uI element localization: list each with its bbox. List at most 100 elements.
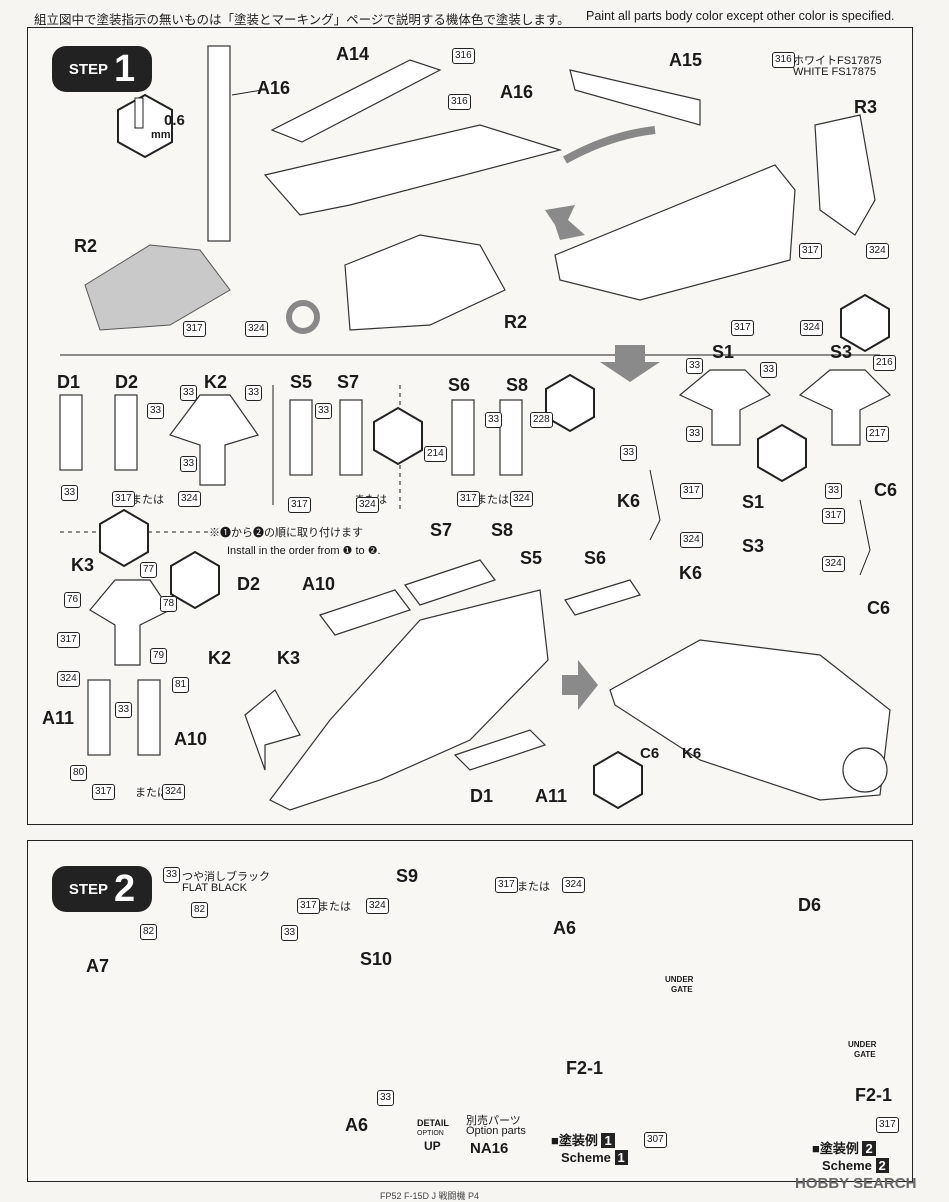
label-d2: D2 xyxy=(115,372,139,392)
a14-console xyxy=(270,59,442,143)
code-317-1: 317 xyxy=(183,321,206,337)
code-324-8: 324 xyxy=(822,556,845,572)
label-k6-2: K6 xyxy=(679,563,703,583)
code-33-3: 33 xyxy=(245,385,263,401)
code-33-12: 33 xyxy=(825,483,843,499)
under-gate-1b: GATE xyxy=(671,985,693,994)
code-324-s2b: 324 xyxy=(562,877,585,893)
label-f2-1-b: F2-1 xyxy=(855,1085,893,1105)
k3-panel xyxy=(89,579,171,666)
r3-part xyxy=(814,114,876,236)
label-a6-1: A6 xyxy=(345,1115,369,1135)
drill-size: 0.6 xyxy=(164,112,185,129)
label-a7: A7 xyxy=(86,956,110,976)
swap-hex-icon-3 xyxy=(99,508,149,568)
code-317-6: 317 xyxy=(731,320,754,336)
step2-panel xyxy=(27,840,913,1182)
watermark: HOBBY SEARCH xyxy=(795,1175,917,1192)
code-76: 76 xyxy=(64,592,82,608)
flat-black-jp: つや消しブラック xyxy=(182,871,270,883)
label-s1: S1 xyxy=(712,342,735,362)
s1-panel xyxy=(678,369,772,446)
install-jp: ※❶から❷の順に取り付けます xyxy=(209,527,363,539)
code-324-1: 324 xyxy=(245,321,268,337)
label-k2-or: K2 xyxy=(208,648,232,668)
code-316-1: 316 xyxy=(452,48,475,64)
label-k3: K3 xyxy=(71,555,95,575)
code-317-10: 317 xyxy=(92,784,115,800)
step1-number: 1 xyxy=(114,47,136,90)
code-33-s2a: 33 xyxy=(163,867,181,883)
code-316-2: 316 xyxy=(448,94,471,110)
code-33-9: 33 xyxy=(760,362,778,378)
code-82-1: 82 xyxy=(191,902,209,918)
label-a11-or: A11 xyxy=(535,786,568,806)
label-d6: D6 xyxy=(798,895,822,915)
label-s3: S3 xyxy=(830,342,853,362)
option-code: NA16 xyxy=(470,1140,509,1157)
header-en: Paint all parts body color except other … xyxy=(586,9,895,23)
k2-panel xyxy=(169,394,259,486)
label-a14: A14 xyxy=(336,44,370,64)
option-en: Option parts xyxy=(466,1125,526,1137)
label-d1: D1 xyxy=(57,372,81,392)
d2-part xyxy=(319,589,411,636)
a15-part xyxy=(569,69,701,126)
label-s10: S10 xyxy=(360,949,393,969)
k2k3-bulkhead xyxy=(244,689,301,771)
star-hex-icon-3 xyxy=(170,550,220,610)
scheme1-label: ■塗装例 1 xyxy=(551,1130,615,1149)
label-s1-2: S1 xyxy=(742,492,765,512)
s5-panel xyxy=(289,399,313,476)
code-33-s2c: 33 xyxy=(377,1090,395,1106)
label-s9: S9 xyxy=(396,866,419,886)
s5-part xyxy=(564,579,641,616)
rotate-icon xyxy=(286,300,320,334)
scheme1-num-2: 1 xyxy=(614,1150,628,1165)
code-324-s2a: 324 xyxy=(366,898,389,914)
drill-unit: mm xyxy=(151,129,171,141)
a11-panel xyxy=(87,679,111,756)
s7-part xyxy=(404,559,496,606)
label-s5-or: S5 xyxy=(520,548,543,568)
label-r2-2: R2 xyxy=(504,312,528,332)
label-k2: K2 xyxy=(204,372,228,392)
label-s7: S7 xyxy=(337,372,360,392)
scheme1-num: 1 xyxy=(601,1133,615,1148)
or-s2a: または xyxy=(318,901,351,913)
label-s5: S5 xyxy=(290,372,313,392)
label-f2-1-a: F2-1 xyxy=(566,1058,604,1078)
cockpit-tub xyxy=(263,124,563,216)
or-jp-4: または xyxy=(135,787,168,799)
install-en: Install in the order from ❶ to ❷. xyxy=(227,545,381,557)
scheme2-en-row: Scheme 2 xyxy=(822,1158,889,1173)
code-317-7: 317 xyxy=(680,483,703,499)
step2-badge: STEP 2 xyxy=(52,866,152,912)
step2-word: STEP xyxy=(68,880,109,898)
s8-panel xyxy=(499,399,523,476)
code-82-2: 82 xyxy=(140,924,158,940)
code-33-s2b: 33 xyxy=(281,925,299,941)
cockpit-assembly xyxy=(269,589,549,811)
a16-rail xyxy=(207,45,231,242)
code-317-2: 317 xyxy=(799,243,822,259)
code-317-9: 317 xyxy=(57,632,80,648)
label-r3: R3 xyxy=(854,97,878,117)
step1-badge: STEP 1 xyxy=(52,46,152,92)
code-33-2: 33 xyxy=(180,385,198,401)
code-317-8: 317 xyxy=(822,508,845,524)
code-317-3: 317 xyxy=(112,491,135,507)
detail-option: OPTION xyxy=(417,1130,444,1137)
label-d2-or: D2 xyxy=(237,574,261,594)
c6-stick xyxy=(859,499,871,576)
label-d1-or: D1 xyxy=(470,786,494,806)
label-s3-2: S3 xyxy=(742,536,765,556)
code-78: 78 xyxy=(160,596,178,612)
label-c6-2: C6 xyxy=(867,598,891,618)
or-jp-3: または xyxy=(476,494,509,506)
scheme1-jp: ■塗装例 xyxy=(551,1133,598,1148)
paint-hex-icon xyxy=(593,750,643,810)
code-79: 79 xyxy=(150,648,168,664)
s7-panel xyxy=(339,399,363,476)
code-33-10: 33 xyxy=(686,426,704,442)
